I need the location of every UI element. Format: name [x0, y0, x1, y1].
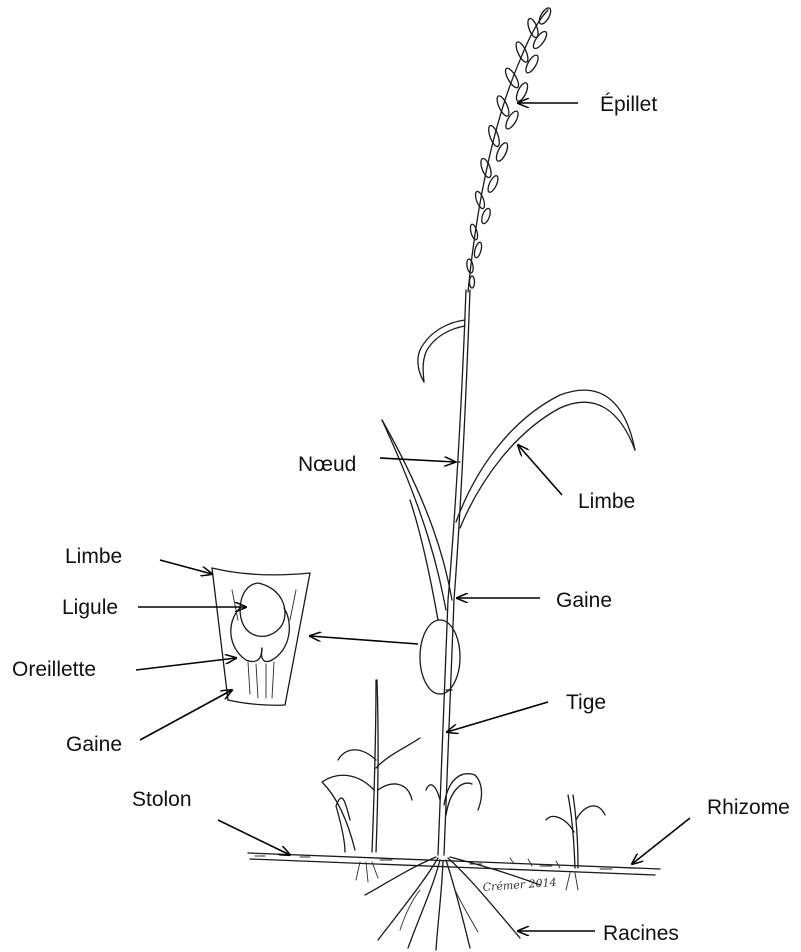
- arrow-limbe-detail: [160, 560, 212, 574]
- tiller-right: [546, 795, 605, 868]
- arrow-noeud: [380, 458, 455, 462]
- label-epillet: Épillet: [600, 93, 657, 116]
- artist-signature: Crémer 2014: [482, 876, 557, 894]
- label-tige: Tige: [566, 691, 606, 714]
- label-rhizome: Rhizome: [707, 796, 790, 819]
- label-limbe-detail: Limbe: [65, 545, 122, 568]
- label-racines: Racines: [603, 922, 679, 945]
- plant-illustration: [248, 6, 660, 950]
- arrow-limbe-main: [518, 445, 562, 495]
- arrows: [136, 103, 690, 931]
- leaves: [382, 320, 635, 815]
- arrow-gaine-detail: [140, 690, 232, 740]
- main-stem: [438, 290, 470, 855]
- label-gaine-detail: Gaine: [66, 733, 122, 756]
- label-gaine-main: Gaine: [556, 589, 612, 612]
- label-stolon: Stolon: [132, 788, 192, 811]
- arrow-stolon: [218, 820, 290, 855]
- arrow-tige: [447, 702, 548, 732]
- arrow-oreillette: [136, 658, 236, 670]
- label-limbe-main: Limbe: [578, 490, 635, 513]
- label-oreillette: Oreillette: [12, 658, 96, 681]
- label-ligule: Ligule: [62, 596, 118, 619]
- labels: Épillet Nœud Limbe Limbe Ligule Gaine Or…: [12, 93, 790, 945]
- ligule-highlight-circle: [420, 620, 460, 694]
- arrow-rhizome: [632, 818, 690, 864]
- panicle: [466, 6, 553, 292]
- label-noeud: Nœud: [298, 453, 356, 476]
- tiller-left: [322, 680, 420, 852]
- ligule-detail-inset: [212, 568, 310, 705]
- arrow-inset-link: [310, 636, 418, 644]
